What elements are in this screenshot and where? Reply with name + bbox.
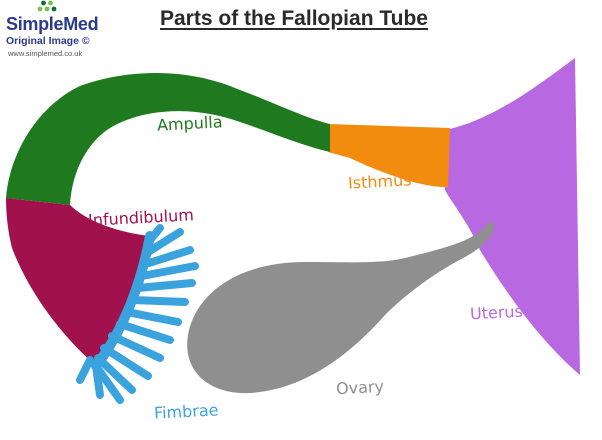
logo-mark-icon — [37, 0, 57, 12]
infundibulum-shape — [6, 198, 150, 366]
page-title: Parts of the Fallopian Tube — [160, 7, 428, 30]
fimbrae-shape — [76, 224, 199, 404]
label-ampulla: Ampulla — [156, 112, 223, 135]
isthmus-shape — [328, 124, 450, 188]
uterus-shape — [445, 58, 580, 375]
logo-subtitle: Original Image © — [6, 35, 90, 47]
label-uterus: Uterus — [469, 301, 524, 324]
ampulla-shape — [6, 72, 330, 205]
logo-brand: SimpleMed — [6, 14, 99, 34]
label-fimbrae: Fimbrae — [153, 400, 219, 423]
logo-url: www.simplemed.co.uk — [8, 49, 83, 58]
ovary-shape — [187, 220, 495, 394]
label-ovary: Ovary — [335, 376, 385, 399]
label-isthmus: Isthmus — [347, 170, 412, 193]
